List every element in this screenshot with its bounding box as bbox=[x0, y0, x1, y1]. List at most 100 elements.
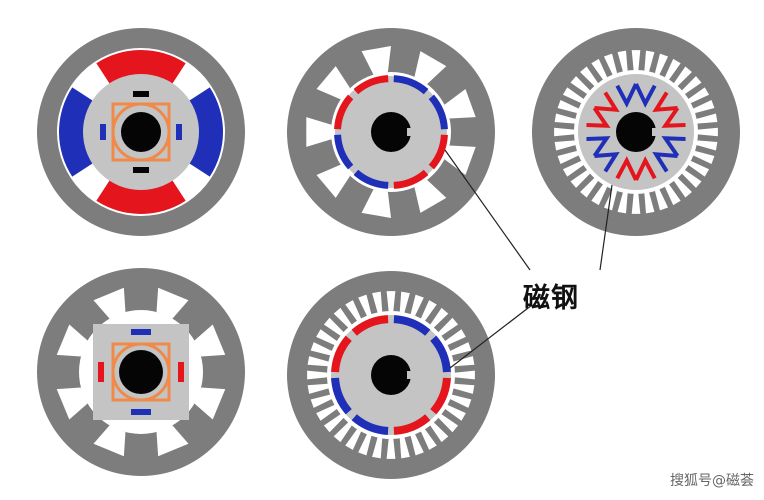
rotor-marker bbox=[133, 167, 149, 173]
stator-slot bbox=[554, 140, 580, 151]
rotor-magnet bbox=[334, 134, 354, 170]
stator-slot bbox=[689, 99, 715, 115]
rotor-magnet bbox=[351, 414, 389, 435]
stator-slot bbox=[653, 185, 669, 211]
shaft bbox=[119, 350, 163, 394]
stator-slot bbox=[372, 435, 383, 459]
stator-slot bbox=[307, 356, 331, 367]
motors-layer bbox=[37, 28, 740, 479]
stator-slot bbox=[671, 66, 692, 89]
v-magnet bbox=[615, 83, 638, 108]
stator-slot bbox=[448, 394, 472, 408]
stator-slot bbox=[410, 294, 424, 318]
stator-slot bbox=[323, 413, 345, 433]
stator-slot bbox=[306, 117, 332, 147]
motor-top-middle bbox=[287, 28, 495, 236]
stator-slot bbox=[333, 421, 353, 443]
stator-slot bbox=[399, 291, 410, 315]
stator-slot bbox=[580, 66, 601, 89]
stator-slot bbox=[333, 307, 353, 329]
rotor-marker bbox=[176, 124, 182, 140]
keyway bbox=[652, 128, 658, 136]
stator-slot bbox=[631, 50, 641, 75]
stator-slot bbox=[653, 53, 669, 79]
stator-slot bbox=[631, 189, 641, 214]
rotor-magnet bbox=[393, 414, 431, 435]
rotor-magnet bbox=[428, 134, 448, 170]
stator-slot bbox=[451, 383, 475, 394]
rotor-magnet bbox=[353, 75, 389, 95]
rotor-magnet bbox=[334, 94, 354, 130]
rotor-magnet bbox=[428, 94, 448, 130]
stator-slot bbox=[663, 58, 681, 83]
stator-slot bbox=[692, 113, 718, 124]
stator-slot bbox=[420, 300, 437, 323]
stator-slot bbox=[386, 436, 396, 459]
leader-line bbox=[444, 149, 531, 271]
stator-slot bbox=[603, 185, 619, 211]
stator-slot bbox=[437, 413, 459, 433]
v-magnet bbox=[652, 91, 678, 113]
v-magnet bbox=[661, 106, 686, 128]
rotor-magnet bbox=[331, 335, 352, 373]
v-magnet bbox=[594, 91, 620, 113]
rotor-marker bbox=[98, 362, 104, 382]
stator-slot bbox=[56, 387, 88, 420]
stator-slot bbox=[323, 317, 345, 337]
rotor-marker bbox=[133, 91, 149, 97]
stator-slot bbox=[685, 87, 710, 105]
stator-slot bbox=[451, 356, 475, 367]
shaft bbox=[616, 112, 656, 152]
shaft bbox=[371, 112, 411, 152]
stator-slot bbox=[310, 342, 334, 356]
rotor-marker bbox=[131, 329, 151, 335]
stator-slot bbox=[156, 425, 189, 457]
stator-slot bbox=[554, 127, 579, 137]
stator-slot bbox=[603, 53, 619, 79]
stator-slot bbox=[562, 159, 587, 177]
stator-slot bbox=[663, 181, 681, 206]
stator-slot bbox=[316, 66, 351, 100]
stator-slot bbox=[591, 58, 609, 83]
stator-slot bbox=[410, 432, 424, 456]
motor-bottom-left bbox=[37, 268, 245, 476]
stator-slot bbox=[361, 46, 391, 75]
stator-slot bbox=[570, 167, 593, 188]
stator-slot bbox=[685, 159, 710, 177]
stator-slot bbox=[557, 99, 583, 115]
stator-slot bbox=[420, 427, 437, 450]
rotor-magnet bbox=[393, 75, 429, 95]
keyway bbox=[407, 128, 413, 136]
motor-top-right bbox=[532, 28, 740, 236]
shaft bbox=[121, 112, 161, 152]
stator-slot bbox=[437, 317, 459, 337]
stator-slot bbox=[644, 50, 655, 76]
stator-slot bbox=[679, 167, 702, 188]
stator-slot bbox=[156, 287, 189, 319]
stator-slot bbox=[429, 307, 449, 329]
rotor-magnet bbox=[331, 377, 352, 415]
leader-line bbox=[599, 184, 613, 271]
stator-slot bbox=[386, 291, 396, 314]
stator-slot bbox=[93, 425, 126, 457]
stator-slot bbox=[361, 189, 391, 218]
stator-slot bbox=[444, 145, 476, 175]
rotor-magnet bbox=[430, 377, 451, 415]
stator-slot bbox=[358, 432, 372, 456]
stator-magnet bbox=[96, 50, 186, 86]
stator-slot bbox=[443, 404, 466, 421]
stator-slot bbox=[679, 76, 702, 97]
stator-slot bbox=[580, 175, 601, 198]
watermark: 搜狐号@磁荟 bbox=[670, 473, 754, 489]
stator-magnet bbox=[58, 87, 95, 177]
leader-line bbox=[449, 304, 533, 369]
v-magnet bbox=[634, 156, 657, 181]
stator-slot bbox=[345, 300, 362, 323]
rotor-marker bbox=[178, 362, 184, 382]
stator-slot bbox=[693, 127, 718, 137]
motor-top-left bbox=[37, 28, 245, 236]
stator-slot bbox=[557, 149, 583, 165]
rotor-magnet bbox=[393, 169, 429, 189]
stator-slot bbox=[570, 76, 593, 97]
